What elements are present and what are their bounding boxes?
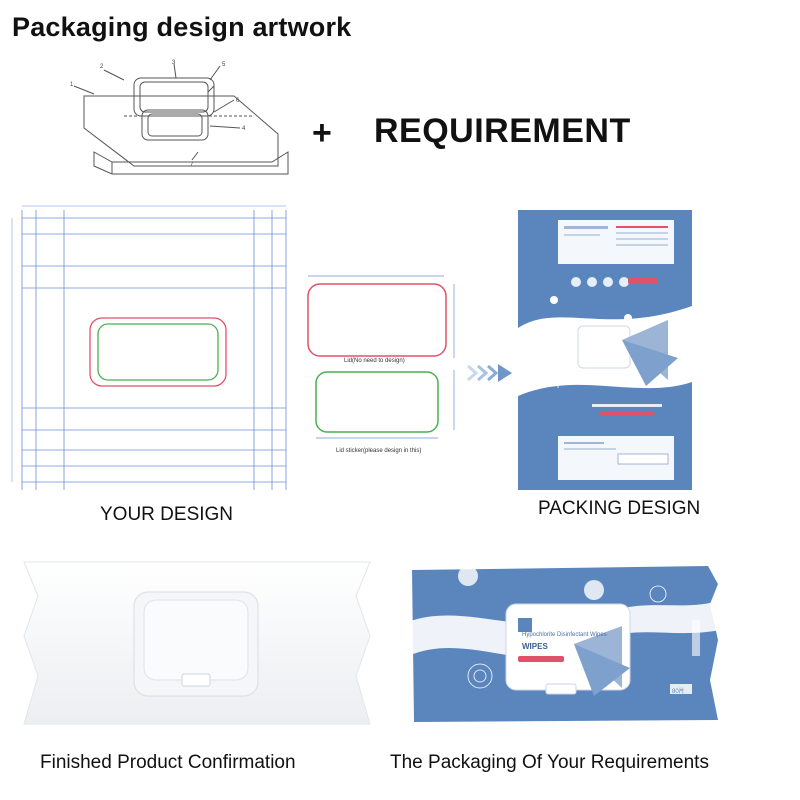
packing-design-flat bbox=[518, 210, 692, 490]
svg-text:5: 5 bbox=[222, 62, 226, 68]
page-title: Packaging design artwork bbox=[12, 12, 352, 42]
caption-finished-product: Finished Product Confirmation bbox=[40, 752, 296, 773]
plus-sign: + bbox=[312, 114, 332, 152]
svg-text:4: 4 bbox=[242, 126, 246, 132]
caption-packaging-requirements: The Packaging Of Your Requirements bbox=[390, 752, 709, 773]
caption-your-design: YOUR DESIGN bbox=[100, 504, 234, 525]
packaged-product-image bbox=[408, 566, 720, 722]
lid-sticker-label: Lid sticker(please design in this) bbox=[336, 448, 422, 454]
pack-count: 80片 bbox=[672, 689, 685, 695]
caption-packing-design: PACKING DESIGN bbox=[538, 498, 701, 519]
pack-product-name: Hypochlorite Disinfectant Wipes bbox=[522, 632, 607, 638]
arrow-right-icon bbox=[467, 364, 512, 382]
svg-text:1: 1 bbox=[70, 82, 74, 88]
svg-text:3: 3 bbox=[172, 60, 176, 66]
requirement-heading: REQUIREMENT bbox=[374, 112, 631, 150]
dieline-blueprint bbox=[11, 205, 287, 490]
svg-text:6: 6 bbox=[236, 98, 240, 104]
finished-product-image bbox=[23, 561, 371, 725]
svg-text:7: 7 bbox=[190, 162, 194, 168]
lid-label: Lid(No need to design) bbox=[344, 358, 405, 364]
pack-wipes-label: WIPES bbox=[522, 642, 548, 651]
patent-drawing: 1 2 3 5 6 4 7 bbox=[70, 60, 289, 175]
svg-text:2: 2 bbox=[100, 64, 104, 70]
lid-diagram bbox=[307, 275, 455, 439]
